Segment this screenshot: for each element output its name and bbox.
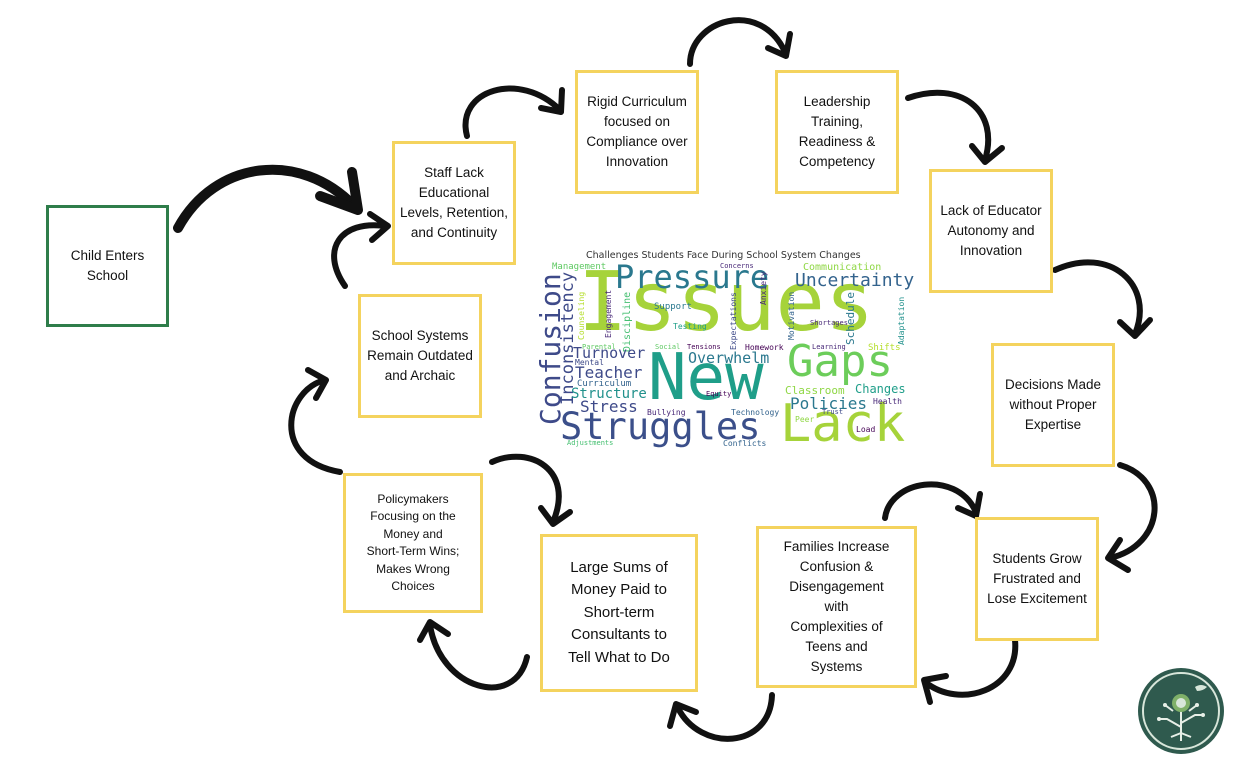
arrow-money-to-policy [427,622,530,691]
arrow-leadership-to-autonomy [905,89,992,163]
word-policies: Policies [790,394,868,413]
node-rigid-curriculum: Rigid Curriculum focused on Compliance o… [575,70,699,194]
word-issues: Issues [578,255,875,350]
word-lack: Lack [780,394,906,454]
word-adjustments: Adjustments [567,439,614,447]
arrowhead-staff-to-rigid [538,87,565,115]
word-discipline: Discipline [622,291,633,352]
node-families: Families Increase Confusion & Disengagem… [756,526,917,688]
arrow-policy-to-school [288,377,343,475]
node-label: Families Increase Confusion & Disengagem… [783,539,890,674]
arrow-staff-to-rigid [462,85,563,139]
word-cloud-title: Challenges Students Face During School S… [586,250,861,261]
word-support: Support [654,302,692,312]
arrowhead-students-to-families [921,673,949,705]
word-gaps: Gaps [787,336,893,387]
node-school-systems: School Systems Remain Outdated and Archa… [358,294,482,418]
arrowhead-school-to-staff [367,211,391,243]
node-lack-autonomy: Lack of Educator Autonomy and Innovation [929,169,1053,293]
word-load: Load [856,425,876,434]
arrowhead-rigid-to-leadership [765,31,793,59]
word-struggles: Struggles [560,405,761,448]
arrowhead-decisions-to-students [1105,537,1131,573]
arrow-decisions-to-students [1107,462,1158,561]
node-students-grow: Students Grow Frustrated and Lose Excite… [975,517,1099,641]
node-label: Rigid Curriculum focused on Compliance o… [586,94,688,169]
arrowhead-money-loop [538,505,573,527]
node-policymakers: Policymakers Focusing on the Money and S… [343,473,483,613]
word-communication: Communication [803,262,882,273]
node-label: Leadership Training, Readiness & Compete… [798,94,876,169]
word-technology: Technology [731,408,780,417]
node-label: Decisions Made without Proper Expertise [1004,377,1102,432]
node-child-enters-school: Child Enters School [46,205,169,327]
word-social: Social [655,343,681,351]
word-turnover: Turnover [573,344,646,362]
word-shifts: Shifts [868,343,901,353]
word-anxiety: Anxiety [759,271,768,305]
word-mental: Mental [575,358,604,367]
arrowhead-money-to-policy [417,619,451,643]
node-staff-lack: Staff Lack Educational Levels, Retention… [392,141,516,265]
arrow-rigid-to-leadership [687,17,788,67]
word-pressure: Pressure [615,258,770,296]
word-overwhelm: Overwhelm [688,349,770,367]
word-curriculum: Curriculum [577,379,632,389]
node-label: Students Grow Frustrated and Lose Excite… [987,551,1087,606]
word-uncertainty: Uncertainty [795,270,915,291]
word-parental: Parental [582,343,616,351]
tree-circuit-logo-icon [1138,668,1224,754]
node-label: Lack of Educator Autonomy and Innovation [940,203,1042,258]
word-concerns: Concerns [720,262,754,270]
word-tensions: Tensions [687,343,721,351]
arrowhead-autonomy-to-decisions [1117,317,1153,339]
word-motivation: Motivation [787,291,796,340]
node-decisions: Decisions Made without Proper Expertise [991,343,1115,467]
word-shortages: Shortages [810,319,848,327]
word-bullying: Bullying [647,408,686,417]
word-management: Management [552,262,607,272]
word-conflicts: Conflicts [723,439,767,448]
word-schedule: Schedule [844,292,857,345]
word-counseling: Counseling [577,291,586,340]
arrow-money-loop [489,453,562,525]
arrow-families-to-money [675,692,775,742]
word-teacher: Teacher [575,363,643,382]
word-health: Health [873,397,902,406]
arrow-school-to-staff [331,222,388,289]
node-label: Large Sums of Money Paid to Short-term C… [568,558,670,666]
arrowhead-families-to-money [667,701,699,729]
node-label: School Systems Remain Outdated and Archa… [367,328,473,383]
word-trust: Trust [822,408,844,416]
word-classroom: Classroom [785,384,845,397]
word-engagement: Engagement [604,289,613,338]
arrow-child-to-staff [173,164,359,233]
node-label: Policymakers Focusing on the Money and S… [366,491,460,594]
word-stress: Stress [580,397,638,416]
arrow-students-to-families [922,637,1019,698]
node-large-sums: Large Sums of Money Paid to Short-term C… [540,534,698,692]
arrow-autonomy-to-decisions [1052,259,1143,337]
arrowhead-leadership-to-autonomy [969,143,1005,165]
word-equity: Equity [706,390,732,398]
word-adaptation: Adaptation [897,296,906,345]
word-new: New [648,341,764,415]
node-leadership: Leadership Training, Readiness & Compete… [775,70,899,194]
word-changes: Changes [855,382,906,396]
arrow-families-loop [882,481,978,521]
arrowhead-policy-to-school [305,367,329,401]
word-peer: Peer [795,415,815,424]
arrowhead-families-loop [955,491,983,519]
word-expectations: Expectations [729,292,738,350]
word-testing: Testing [673,322,707,331]
node-label: Staff Lack Educational Levels, Retention… [399,165,509,240]
word-learning: Learning [812,343,846,351]
arrowhead-child-to-staff [315,167,363,215]
word-structure: Structure [571,386,647,402]
node-label: Child Enters School [70,248,145,283]
word-homework: Homework [745,343,784,352]
